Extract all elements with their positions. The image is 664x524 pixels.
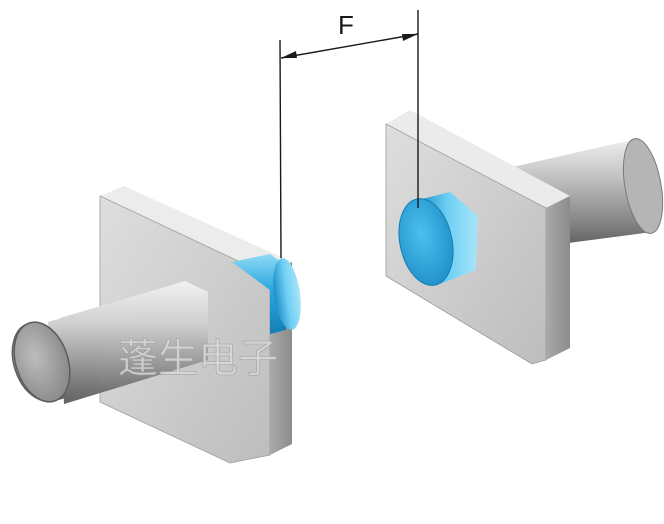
right-sensor-face bbox=[398, 198, 454, 286]
left-sensor-body bbox=[232, 254, 286, 334]
dimension-f: F bbox=[279, 10, 419, 259]
dimension-line bbox=[280, 33, 419, 59]
right-shaft-end bbox=[622, 138, 664, 234]
left-plate-top bbox=[100, 186, 292, 276]
extension-line-left bbox=[279, 39, 282, 259]
dimension-label: F bbox=[338, 10, 354, 40]
left-assembly bbox=[11, 186, 301, 464]
arrowhead-right bbox=[402, 34, 418, 41]
left-sensor-face bbox=[273, 258, 301, 330]
right-assembly bbox=[385, 110, 664, 365]
right-plate-side bbox=[546, 196, 570, 360]
arrowhead-left bbox=[281, 51, 297, 58]
left-shaft-end-front bbox=[13, 321, 71, 403]
watermark-text: 蓬生电子 bbox=[118, 336, 278, 382]
right-plate-top bbox=[386, 110, 570, 208]
left-shaft-front bbox=[60, 281, 208, 404]
